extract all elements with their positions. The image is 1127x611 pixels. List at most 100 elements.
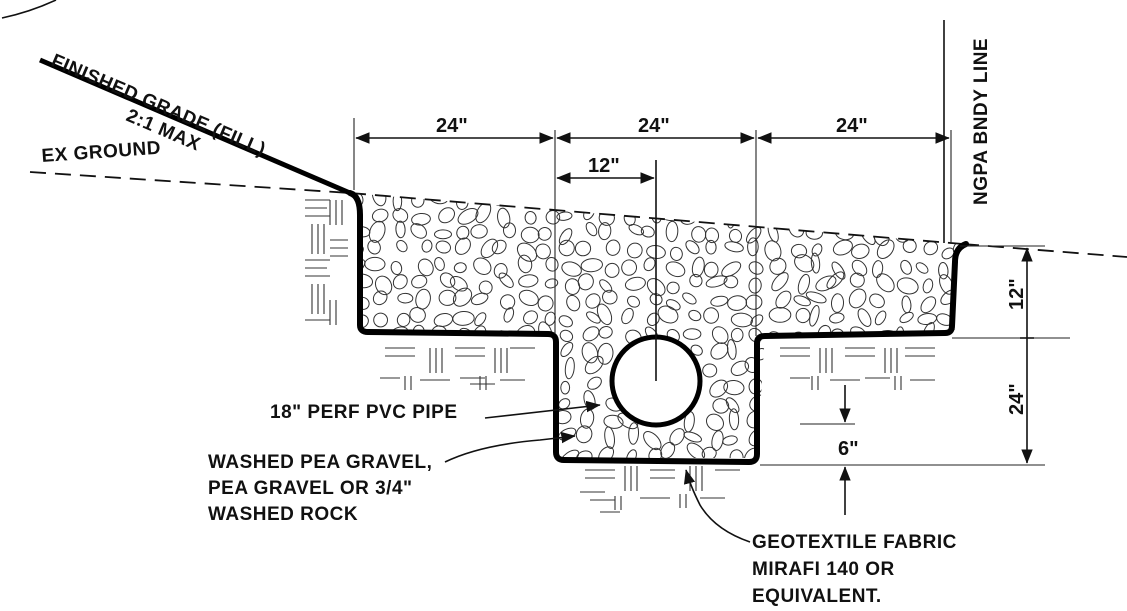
gravel-stone — [959, 307, 963, 321]
gravel-stone — [459, 413, 477, 424]
gravel-stone — [575, 425, 593, 444]
gravel-stone — [560, 341, 574, 358]
gravel-stone — [922, 278, 934, 294]
gravel-stone — [421, 239, 433, 253]
gravel-stone — [660, 441, 676, 458]
gravel-stone — [669, 428, 685, 446]
gravel-stone — [958, 394, 963, 407]
gravel-stone — [430, 340, 448, 356]
gravel-stone — [603, 414, 624, 429]
gravel-stone — [545, 210, 561, 225]
gravel-stone — [474, 341, 488, 357]
gravel-stone — [785, 193, 805, 209]
gravel-stone — [937, 193, 954, 210]
gravel-stone — [560, 380, 571, 395]
gravel-stone — [859, 357, 876, 374]
ngpa-boundary-label: NGPA BNDY LINE — [971, 38, 992, 205]
gravel-stone — [954, 322, 963, 342]
detail-bubble-arc — [1, 0, 57, 19]
gravel-stone — [397, 292, 414, 304]
gravel-stone — [877, 411, 899, 429]
gravel-stone — [764, 240, 782, 262]
gravel-stone — [598, 446, 615, 458]
gravel-stone — [497, 207, 511, 229]
gravel-stone — [473, 257, 492, 275]
gravel-stone — [438, 207, 455, 224]
gravel-stone — [602, 289, 618, 305]
gravel-stone — [748, 277, 762, 294]
gravel-stone — [892, 450, 906, 458]
gravel-stone — [561, 261, 582, 277]
gravel-stone — [682, 328, 702, 340]
gravel-stone — [560, 449, 580, 458]
gravel-stone — [494, 341, 512, 356]
gravel-stone — [478, 425, 494, 444]
fabric-label-line2: MIRAFI 140 OR — [752, 559, 895, 580]
gravel-stone — [858, 413, 873, 432]
gravel-stone — [350, 426, 361, 443]
gravel-stone — [687, 193, 703, 203]
gravel-stone — [920, 207, 936, 226]
gravel-stone — [388, 360, 406, 377]
gravel-stone — [646, 245, 666, 259]
gravel-stone — [728, 408, 740, 431]
gravel-stone — [940, 289, 959, 305]
gravel-stone — [872, 449, 885, 458]
gravel-stone — [665, 299, 681, 311]
gravel-stone — [721, 261, 742, 278]
gravel-stone — [785, 425, 801, 442]
gravel-stone — [776, 416, 791, 429]
gravel-stone — [711, 326, 729, 344]
gravel-stone — [729, 449, 744, 458]
gravel-stone — [891, 414, 910, 428]
gravel-stone — [621, 307, 634, 325]
gravel-stone — [897, 210, 912, 223]
gravel-stone — [417, 258, 434, 277]
gravel-stone — [815, 275, 837, 292]
gravel-stone — [727, 295, 748, 311]
gravel-stone — [805, 409, 828, 423]
gravel-stone — [771, 272, 789, 292]
gravel-stone — [829, 312, 845, 324]
gravel-stone — [943, 448, 961, 458]
gravel-stone — [626, 242, 643, 259]
gravel-stone — [762, 195, 785, 207]
gravel-stone — [682, 292, 697, 305]
gravel-stone — [900, 259, 912, 275]
gravel-stone — [665, 220, 679, 243]
gravel-stone — [794, 444, 810, 458]
gravel-stone — [932, 204, 950, 222]
gravel-stone — [691, 256, 705, 278]
gravel-stone — [604, 262, 620, 278]
gravel-stone — [471, 292, 489, 306]
gravel-stone — [395, 220, 406, 239]
gravel-stone — [537, 295, 554, 312]
gravel-stone — [873, 345, 887, 358]
gravel-stone — [854, 193, 870, 202]
dim-right-lower: 24" — [1006, 383, 1028, 415]
gravel-stone — [608, 193, 623, 207]
gravel-stone — [935, 377, 956, 390]
gravel-stone — [536, 362, 550, 375]
gravel-stone — [703, 307, 720, 324]
gravel-stone — [518, 289, 539, 307]
gravel-stone — [411, 193, 425, 208]
gravel-stone — [685, 240, 700, 255]
gravel-stone — [469, 380, 489, 399]
gravel-stone — [367, 239, 381, 255]
gravel-stone — [703, 194, 724, 207]
gravel-stone — [523, 310, 538, 325]
gravel-stone — [410, 223, 427, 239]
gravel-stone — [427, 193, 449, 205]
gravel-stone — [597, 342, 614, 365]
gravel-stone — [366, 429, 382, 448]
gravel-stone — [407, 431, 426, 445]
gravel-stone — [786, 346, 803, 363]
gravel-stone — [409, 359, 428, 379]
pipe-label: 18" PERF PVC PIPE — [270, 402, 458, 423]
gravel-stone — [626, 449, 637, 458]
gravel-stone — [806, 208, 825, 227]
gravel-stone — [368, 220, 386, 243]
gravel-stone — [521, 396, 536, 413]
gravel-stone — [726, 339, 737, 360]
